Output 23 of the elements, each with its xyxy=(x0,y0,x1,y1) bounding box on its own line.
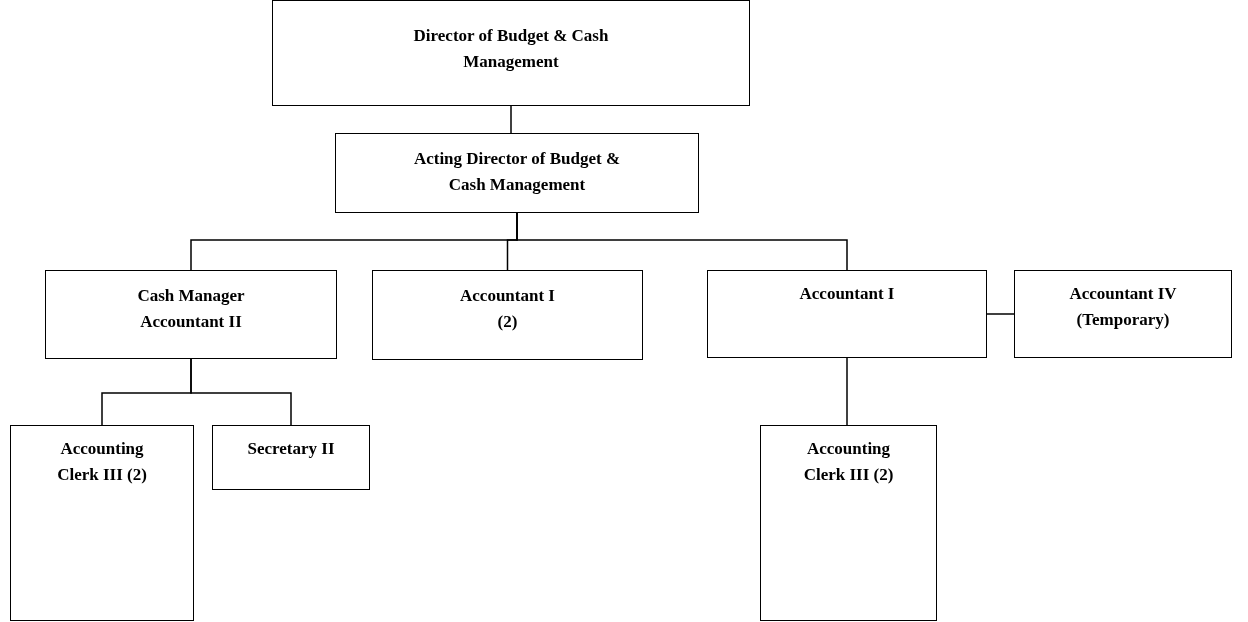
reporting-line xyxy=(846,357,848,426)
position-title: Cash Manager Accountant II xyxy=(136,285,246,333)
position-title: Accountant I (2) xyxy=(459,285,556,333)
reporting-line xyxy=(510,105,512,134)
position-box xyxy=(335,133,699,213)
position-box xyxy=(1014,270,1232,358)
reporting-line xyxy=(516,212,848,271)
reporting-line xyxy=(986,313,1015,315)
position-box xyxy=(372,270,643,360)
position-title: Director of Budget & Cash Management xyxy=(412,25,610,73)
position-title: Acting Director of Budget & Cash Management xyxy=(412,148,622,196)
reporting-line xyxy=(190,358,292,426)
position-title: Accountant I xyxy=(799,283,895,305)
position-box xyxy=(212,425,370,490)
position-title: Accounting Clerk III (2) xyxy=(802,438,895,486)
position-title: Secretary II xyxy=(247,438,335,460)
position-title: Accounting Clerk III (2) xyxy=(56,438,148,486)
position-box xyxy=(45,270,337,359)
position-box xyxy=(272,0,750,106)
position-box xyxy=(10,425,194,621)
position-box xyxy=(707,270,987,358)
position-title: Accountant IV (Temporary) xyxy=(1068,283,1178,331)
position-box xyxy=(760,425,937,621)
